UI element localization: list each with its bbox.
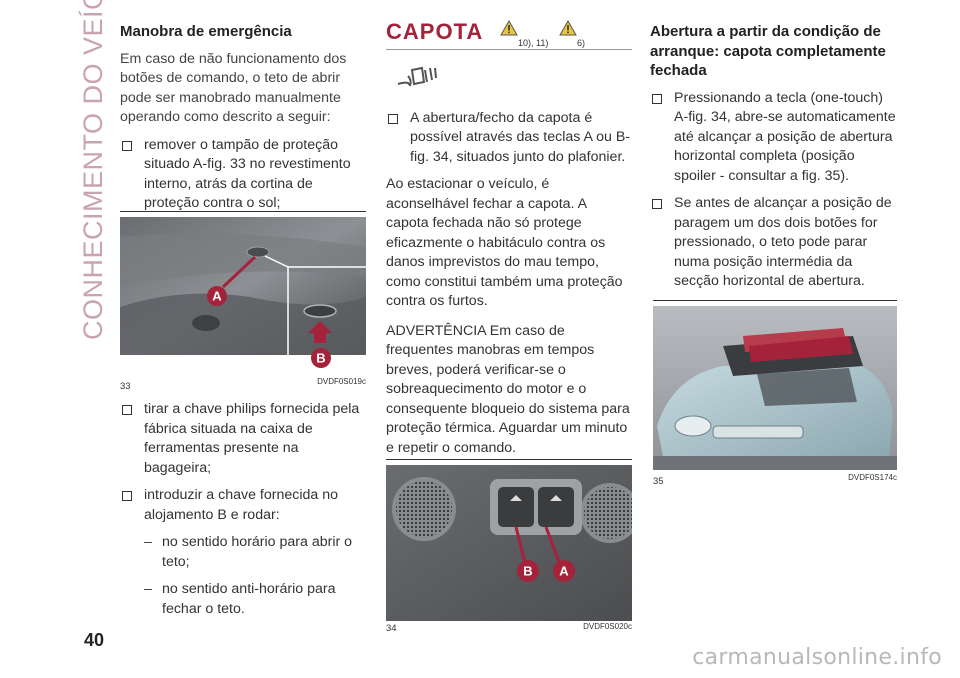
- heading-emergency-maneuver: Manobra de emergência: [120, 23, 292, 40]
- checkbox-bullet-icon: [122, 405, 132, 415]
- warning-triangle-icon: [559, 20, 577, 36]
- list-item: Se antes de alcançar a posição de parage…: [650, 194, 896, 292]
- convertible-roof-icon: [397, 66, 437, 87]
- list-item: tirar a chave philips fornecida pela fáb…: [120, 400, 366, 478]
- callout-a-label: A: [559, 564, 569, 579]
- paragraph-warning: ADVERTÊNCIA Em caso de frequentes manobr…: [386, 322, 630, 456]
- callout-b-label: B: [316, 351, 325, 366]
- list-item-text: remover o tampão de proteção situado A-f…: [144, 136, 351, 212]
- figure-34: B A 34 DVDF0S020c: [386, 459, 632, 637]
- checkbox-bullet-icon: [122, 140, 132, 151]
- page-number: 40: [84, 630, 105, 650]
- warning-triangle-icon: [500, 20, 518, 36]
- list-item: Pressionando a tecla (one-touch) A-fig. …: [650, 89, 896, 187]
- figure-number: 33: [120, 381, 131, 392]
- section-header: CAPOTA 10), 11) 6): [386, 19, 632, 50]
- figure-33: A B 33 DVDF0S019c: [120, 211, 366, 397]
- sub-list-item: – no sentido horário para abrir o teto;: [120, 533, 366, 572]
- roof-control-buttons-image: [386, 465, 632, 621]
- column-manual-operation: Manobra de emergência Em caso de não fun…: [120, 22, 366, 222]
- column-capota: CAPOTA 10), 11) 6) A abertura/fecho da c…: [386, 19, 632, 468]
- checkbox-bullet-icon: [388, 113, 398, 124]
- list-item-text: tirar a chave philips fornecida pela fáb…: [144, 401, 360, 476]
- figure-rule: [386, 459, 632, 460]
- dash-mark: –: [144, 581, 152, 597]
- list-item: A abertura/fecho da capota é possível at…: [386, 109, 632, 168]
- figure-rule: [120, 211, 366, 212]
- heading-opening-condition: Abertura a partir da condição de arranqu…: [650, 23, 886, 79]
- callout-a-image: A: [207, 286, 227, 306]
- callout-a-label: A: [212, 289, 222, 304]
- sub-list-item-text: no sentido anti-horário para fechar o te…: [162, 581, 336, 617]
- figure-code: DVDF0S019c: [317, 377, 366, 386]
- section-title: CAPOTA: [386, 19, 484, 44]
- column-manual-operation-continued: tirar a chave philips fornecida pela fáb…: [120, 400, 366, 627]
- side-section-title: CONHECIMENTO DO VEÍCULO: [78, 0, 108, 340]
- checkbox-bullet-icon: [122, 491, 132, 501]
- figure-code: DVDF0S020c: [583, 622, 632, 631]
- list-item-text: A abertura/fecho da capota é possível at…: [410, 109, 631, 165]
- checkbox-bullet-icon: [652, 199, 662, 209]
- list-item-text: Se antes de alcançar a posição de parage…: [674, 195, 892, 289]
- checkbox-bullet-icon: [652, 93, 662, 104]
- list-item: remover o tampão de proteção situado A-f…: [120, 136, 366, 214]
- watermark: carmanualsonline.info: [692, 645, 942, 670]
- sub-list-item-text: no sentido horário para abrir o teto;: [162, 534, 353, 570]
- intro-paragraph: Em caso de não funcionamento dos botões …: [120, 50, 347, 126]
- paragraph-parking-advice: Ao estacionar o veículo, é aconselhável …: [386, 176, 623, 309]
- figure-number: 34: [386, 623, 397, 634]
- callout-b-image: B: [517, 560, 539, 582]
- warning-reference: 6): [577, 38, 586, 48]
- dash-mark: –: [144, 534, 152, 550]
- list-item-text: Pressionando a tecla (one-touch) A-fig. …: [674, 89, 896, 184]
- figure-code: DVDF0S174c: [848, 473, 897, 482]
- list-item: introduzir a chave fornecida no alojamen…: [120, 486, 366, 525]
- sub-list-item: – no sentido anti-horário para fechar o …: [120, 580, 366, 619]
- warning-reference: 10), 11): [518, 38, 549, 48]
- column-opening: Abertura a partir da condição de arranqu…: [650, 22, 896, 300]
- figure-rule: [653, 300, 897, 301]
- callout-a-image: A: [553, 560, 575, 582]
- list-item-text: introduzir a chave fornecida no alojamen…: [144, 487, 339, 523]
- callout-b-image: B: [311, 348, 331, 368]
- car-open-roof-image: [653, 306, 897, 470]
- headliner-plug-image: [120, 217, 366, 355]
- figure-number: 35: [653, 476, 664, 487]
- figure-35: 35 DVDF0S174c: [653, 300, 897, 492]
- callout-b-label: B: [523, 564, 532, 579]
